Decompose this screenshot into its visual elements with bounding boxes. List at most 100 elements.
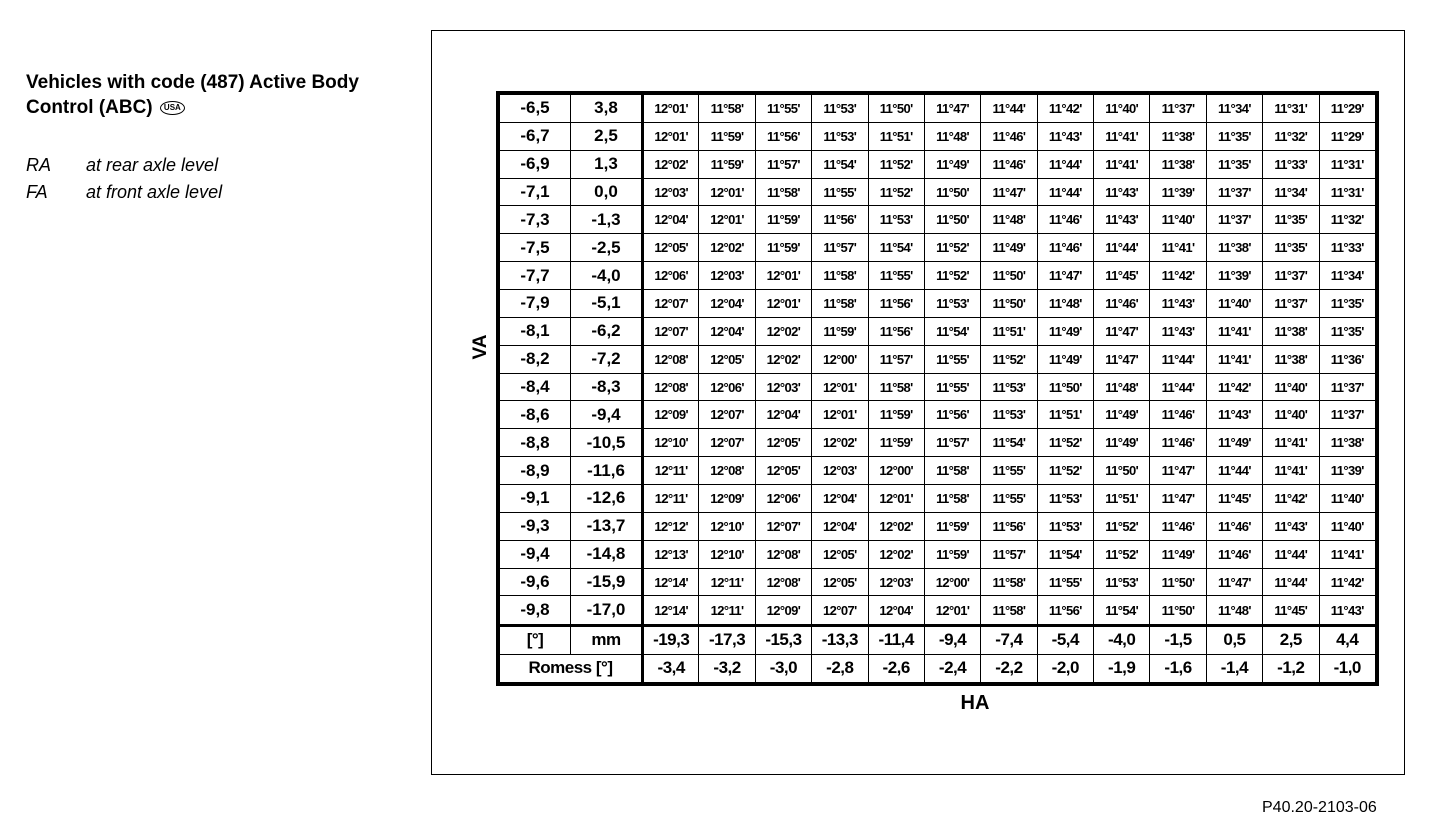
angle-value-cell: 11°49' xyxy=(980,233,1038,263)
mm-value-cell: -17,0 xyxy=(570,595,644,626)
angle-value-cell: 12°03' xyxy=(698,261,756,291)
angle-value-cell: 11°32' xyxy=(1262,121,1320,151)
angle-value-cell: 11°45' xyxy=(1205,484,1264,513)
angle-value-cell: 12°02' xyxy=(641,149,700,179)
angle-value-cell: 11°40' xyxy=(1318,484,1376,513)
angle-value-cell: 11°44' xyxy=(1036,177,1095,207)
angle-value-cell: 12°03' xyxy=(867,567,925,597)
angle-value-cell: 11°43' xyxy=(1262,511,1320,541)
angle-value-cell: 11°43' xyxy=(1092,177,1151,207)
angle-value-cell: 11°44' xyxy=(1092,233,1151,263)
angle-value-cell: 12°02' xyxy=(867,539,925,569)
angle-value-cell: 12°09' xyxy=(698,484,756,513)
angle-value-cell: 11°59' xyxy=(811,316,869,346)
angle-value-cell: 11°52' xyxy=(1036,428,1095,458)
angle-value-cell: 12°07' xyxy=(754,511,813,541)
angle-value-cell: 11°49' xyxy=(1036,344,1095,374)
angle-value-cell: 12°06' xyxy=(641,261,700,291)
ha-mm-value-cell: -9,4 xyxy=(923,623,982,655)
romess-value-cell: -1,6 xyxy=(1149,653,1207,684)
angle-value-cell: 11°41' xyxy=(1092,149,1151,179)
mm-unit-label: mm xyxy=(570,623,644,655)
angle-value-cell: 12°14' xyxy=(641,595,700,626)
va-value-cell: -8,8 xyxy=(499,428,571,458)
angle-value-cell: 12°10' xyxy=(698,539,756,569)
angle-value-cell: 11°53' xyxy=(980,372,1038,402)
usa-badge-icon: USA xyxy=(159,101,185,115)
angle-value-cell: 11°57' xyxy=(867,344,925,374)
angle-value-cell: 11°43' xyxy=(1149,316,1207,346)
angle-value-cell: 11°31' xyxy=(1262,94,1320,123)
angle-value-cell: 11°55' xyxy=(980,456,1038,486)
va-value-cell: -7,3 xyxy=(499,205,571,235)
angle-value-cell: 11°46' xyxy=(980,121,1038,151)
ha-mm-value-cell: -13,3 xyxy=(811,623,869,655)
ha-mm-value-cell: -15,3 xyxy=(754,623,813,655)
angle-value-cell: 11°37' xyxy=(1318,400,1376,430)
angle-value-cell: 11°39' xyxy=(1318,456,1376,486)
ha-mm-value-cell: -17,3 xyxy=(698,623,756,655)
angle-value-cell: 11°41' xyxy=(1149,233,1207,263)
angle-value-cell: 12°05' xyxy=(811,539,869,569)
va-value-cell: -8,2 xyxy=(499,344,571,374)
romess-value-cell: -2,4 xyxy=(923,653,982,684)
mm-value-cell: -12,6 xyxy=(570,484,644,513)
angle-value-cell: 11°56' xyxy=(867,316,925,346)
angle-value-cell: 11°55' xyxy=(867,261,925,291)
angle-value-cell: 11°45' xyxy=(1092,261,1151,291)
angle-value-cell: 12°04' xyxy=(811,484,869,513)
angle-value-cell: 12°04' xyxy=(754,400,813,430)
table-frame xyxy=(431,30,1405,775)
document-heading: Vehicles with code (487) Active Body Con… xyxy=(26,70,426,120)
angle-value-cell: 11°44' xyxy=(1205,456,1264,486)
angle-value-cell: 11°40' xyxy=(1205,289,1264,318)
angle-value-cell: 11°43' xyxy=(1318,595,1376,626)
va-value-cell: -6,9 xyxy=(499,149,571,179)
angle-value-cell: 12°08' xyxy=(754,539,813,569)
angle-value-cell: 12°01' xyxy=(923,595,982,626)
angle-value-cell: 11°35' xyxy=(1262,205,1320,235)
angle-value-cell: 12°07' xyxy=(811,595,869,626)
angle-value-cell: 11°52' xyxy=(1092,539,1151,569)
angle-value-cell: 11°56' xyxy=(754,121,813,151)
va-value-cell: -8,4 xyxy=(499,372,571,402)
angle-value-cell: 11°51' xyxy=(980,316,1038,346)
angle-value-cell: 12°01' xyxy=(867,484,925,513)
angle-value-cell: 12°00' xyxy=(867,456,925,486)
mm-value-cell: -5,1 xyxy=(570,289,644,318)
angle-value-cell: 12°11' xyxy=(698,595,756,626)
heading-line-2: Control (ABC) USA xyxy=(26,95,426,120)
angle-value-cell: 12°01' xyxy=(698,177,756,207)
angle-value-cell: 12°12' xyxy=(641,511,700,541)
angle-value-cell: 12°07' xyxy=(698,428,756,458)
angle-value-cell: 11°58' xyxy=(754,177,813,207)
va-value-cell: -8,9 xyxy=(499,456,571,486)
angle-value-cell: 11°39' xyxy=(1205,261,1264,291)
angle-value-cell: 11°40' xyxy=(1092,94,1151,123)
angle-value-cell: 12°02' xyxy=(698,233,756,263)
angle-value-cell: 11°49' xyxy=(1092,428,1151,458)
angle-value-cell: 11°40' xyxy=(1262,400,1320,430)
angle-value-cell: 11°40' xyxy=(1262,372,1320,402)
angle-value-cell: 12°01' xyxy=(641,94,700,123)
angle-value-cell: 11°58' xyxy=(923,484,982,513)
angle-value-cell: 11°43' xyxy=(1092,205,1151,235)
angle-value-cell: 11°46' xyxy=(1149,428,1207,458)
angle-value-cell: 12°02' xyxy=(754,344,813,374)
angle-value-cell: 12°05' xyxy=(811,567,869,597)
angle-value-cell: 11°34' xyxy=(1205,94,1264,123)
angle-value-cell: 11°57' xyxy=(980,539,1038,569)
footer-mm-row: [°]mm-19,3-17,3-15,3-13,3-11,4-9,4-7,4-5… xyxy=(499,623,1376,655)
angle-value-cell: 11°47' xyxy=(1149,484,1207,513)
angle-value-cell: 11°49' xyxy=(1205,428,1264,458)
angle-value-cell: 11°52' xyxy=(1036,456,1095,486)
angle-value-cell: 11°36' xyxy=(1318,344,1376,374)
va-value-cell: -9,1 xyxy=(499,484,571,513)
angle-value-cell: 11°52' xyxy=(923,233,982,263)
